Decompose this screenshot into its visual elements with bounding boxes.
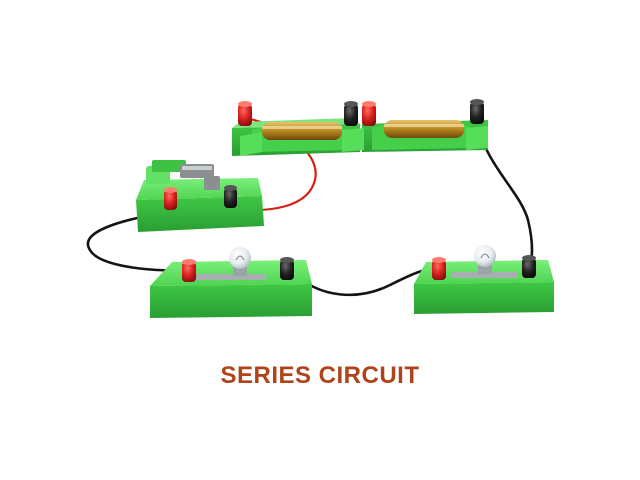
bulb-holder-icon [414, 245, 554, 314]
bulb-icon [474, 245, 496, 274]
wire-switch-to-left-bulb [86, 210, 192, 272]
terminal-red-icon [238, 101, 252, 126]
knife-switch-icon [136, 160, 264, 232]
terminal-red-icon [164, 187, 177, 210]
bulb-icon [229, 247, 251, 276]
terminal-red-icon [362, 101, 376, 126]
terminal-black-icon [224, 185, 237, 208]
terminal-black-icon [522, 255, 536, 278]
terminal-red-icon [432, 257, 446, 280]
terminal-black-icon [470, 99, 484, 124]
caption-title: SERIES CIRCUIT [220, 362, 420, 389]
battery-holder-icon [232, 99, 488, 156]
terminal-black-icon [280, 257, 294, 280]
battery-cell [384, 120, 464, 138]
terminal-red-icon [182, 259, 196, 282]
bulb-holder-icon [150, 247, 312, 318]
battery-cell [262, 122, 342, 140]
terminal-black-icon [344, 101, 358, 126]
